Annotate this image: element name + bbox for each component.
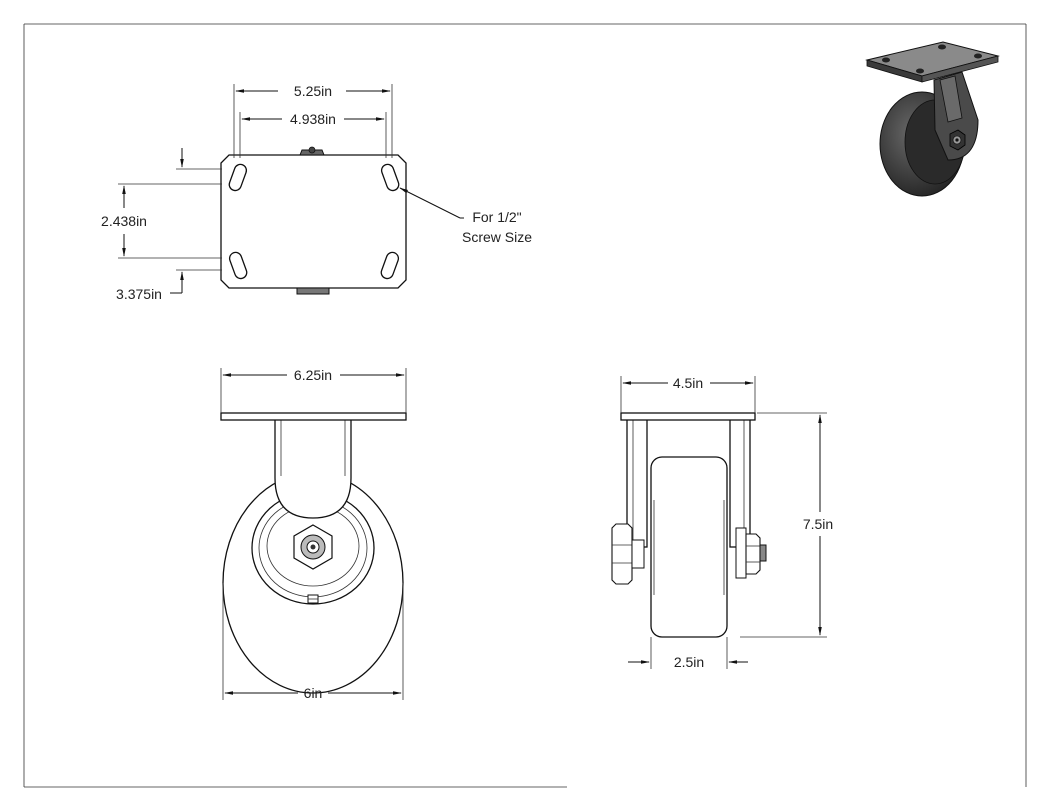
dim-7-5: 7.5in	[740, 412, 833, 638]
drawing-border	[23, 23, 1027, 788]
dim-label-vertical-hole-spacing: 2.438in	[101, 213, 147, 229]
dim-label-front-plate-width: 6.25in	[294, 367, 332, 383]
top-view: 5.25in 4.938in 2.438in 3.375in	[101, 83, 532, 302]
side-view: 4.5in 7.5in 2.5in	[611, 375, 833, 670]
note-line-1: For 1/2"	[472, 209, 521, 225]
front-top-plate	[220, 412, 407, 421]
front-fork-leg	[274, 418, 352, 519]
top-axle-bottom	[296, 287, 330, 295]
dim-2-438: 2.438in	[101, 183, 222, 259]
screw-size-note: For 1/2" Screw Size	[399, 187, 532, 245]
dim-label-wheel-width: 2.5in	[674, 654, 704, 670]
side-wheel	[650, 456, 728, 638]
dim-label-overall-height: 7.5in	[803, 516, 833, 532]
front-view: 6.25in 6in	[220, 367, 407, 701]
side-axle-nut-left	[611, 523, 633, 585]
dim-6-25: 6.25in	[220, 367, 407, 413]
dim-label-outer-hole-spacing: 5.25in	[294, 83, 332, 99]
dim-label-inner-hole-spacing: 4.938in	[290, 111, 336, 127]
dim-5-25: 5.25in	[233, 83, 393, 158]
dim-label-side-plate-width: 4.5in	[673, 375, 703, 391]
dim-3-375: 3.375in	[116, 148, 222, 302]
dim-2-5: 2.5in	[628, 637, 748, 670]
note-line-2: Screw Size	[462, 229, 532, 245]
dim-4-5: 4.5in	[620, 375, 756, 413]
side-top-plate	[620, 412, 756, 421]
mounting-hole-slots	[228, 163, 400, 280]
dim-label-wheel-diameter: 6in	[304, 685, 323, 701]
dim-label-plate-depth: 3.375in	[116, 286, 162, 302]
dim-4-938: 4.938in	[239, 111, 387, 158]
top-plate-outline	[220, 154, 407, 289]
dim-6in: 6in	[222, 583, 404, 701]
caster-isometric-icon	[865, 41, 1000, 197]
side-axle-nut-right	[745, 533, 761, 575]
